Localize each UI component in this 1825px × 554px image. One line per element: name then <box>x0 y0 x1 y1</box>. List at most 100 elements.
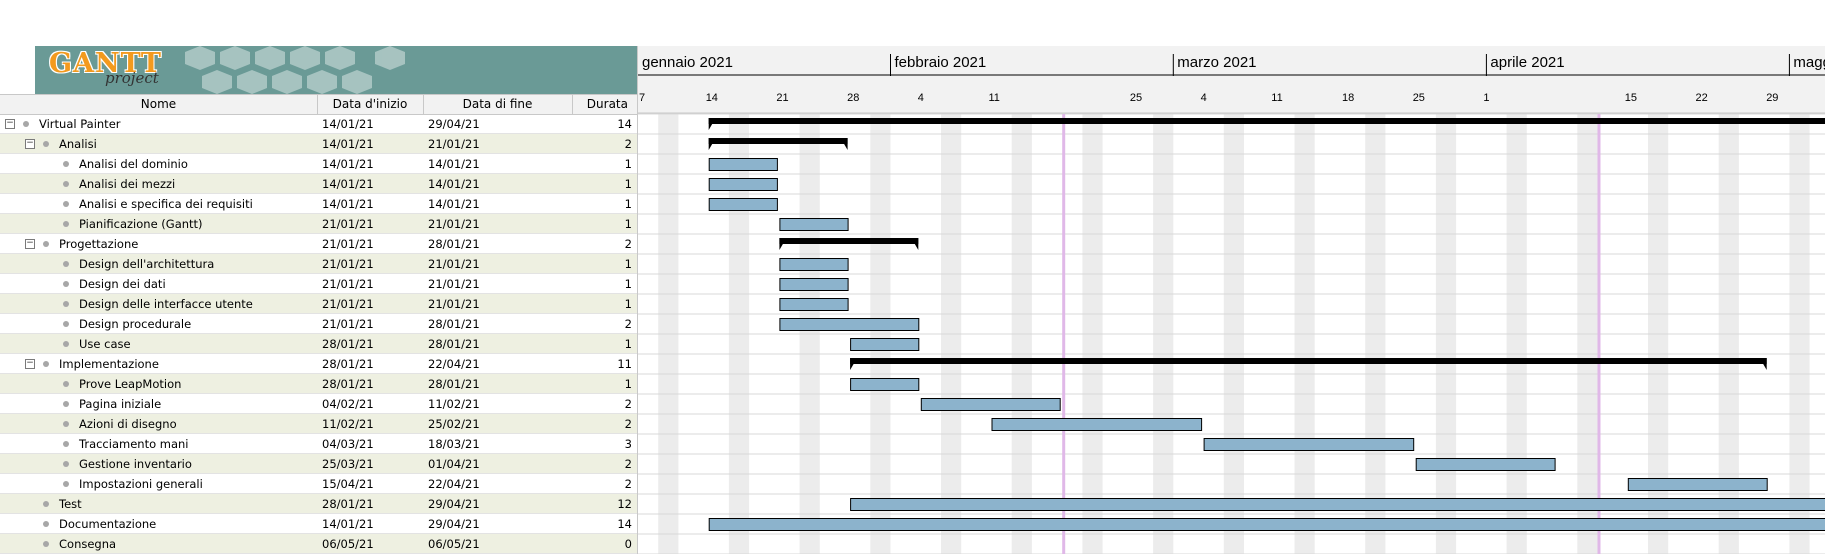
task-start-date[interactable]: 28/01/21 <box>322 337 374 351</box>
task-end-date[interactable]: 28/01/21 <box>428 237 480 251</box>
task-name[interactable]: Use case <box>79 337 131 351</box>
task-duration[interactable]: 2 <box>624 237 632 251</box>
task-start-date[interactable]: 21/01/21 <box>322 257 374 271</box>
task-end-date[interactable]: 06/05/21 <box>428 537 480 551</box>
task-row[interactable]: − Analisi 14/01/21 21/01/21 2 <box>0 134 638 154</box>
task-duration[interactable]: 1 <box>624 157 632 171</box>
task-duration[interactable]: 1 <box>624 377 632 391</box>
task-row[interactable]: Prove LeapMotion 28/01/21 28/01/21 1 <box>0 374 638 394</box>
task-row[interactable]: Analisi e specifica dei requisiti 14/01/2… <box>0 194 638 214</box>
task-end-date[interactable]: 28/01/21 <box>428 337 480 351</box>
task-start-date[interactable]: 28/01/21 <box>322 377 374 391</box>
task-row[interactable]: Pagina iniziale 04/02/21 11/02/21 2 <box>0 394 638 414</box>
task-row[interactable]: Design dell'architettura 21/01/21 21/01/21… <box>0 254 638 274</box>
task-end-date[interactable]: 14/01/21 <box>428 157 480 171</box>
task-start-date[interactable]: 21/01/21 <box>322 297 374 311</box>
task-start-date[interactable]: 14/01/21 <box>322 177 374 191</box>
task-row[interactable]: − Progettazione 21/01/21 28/01/21 2 <box>0 234 638 254</box>
task-end-date[interactable]: 25/02/21 <box>428 417 480 431</box>
task-name[interactable]: Design dei dati <box>79 277 166 291</box>
task-duration[interactable]: 0 <box>624 537 632 551</box>
task-end-date[interactable]: 11/02/21 <box>428 397 480 411</box>
collapse-toggle-icon[interactable]: − <box>25 358 35 369</box>
task-end-date[interactable]: 21/01/21 <box>428 277 480 291</box>
task-start-date[interactable]: 21/01/21 <box>322 317 374 331</box>
splitter[interactable] <box>637 46 638 554</box>
task-duration[interactable]: 1 <box>624 177 632 191</box>
task-name[interactable]: Analisi <box>59 137 97 151</box>
column-header-duration[interactable]: Durata <box>586 97 628 111</box>
task-name[interactable]: Design delle interfacce utente <box>79 297 253 311</box>
task-name[interactable]: Analisi e specifica dei requisiti <box>79 197 253 211</box>
task-start-date[interactable]: 04/02/21 <box>322 397 374 411</box>
task-end-date[interactable]: 28/01/21 <box>428 317 480 331</box>
task-duration[interactable]: 14 <box>617 117 632 131</box>
task-start-date[interactable]: 14/01/21 <box>322 517 374 531</box>
task-end-date[interactable]: 01/04/21 <box>428 457 480 471</box>
task-name[interactable]: Analisi del dominio <box>79 157 188 171</box>
collapse-toggle-icon[interactable]: − <box>25 138 35 149</box>
task-name[interactable]: Pianificazione (Gantt) <box>79 217 203 231</box>
task-start-date[interactable]: 25/03/21 <box>322 457 374 471</box>
task-start-date[interactable]: 21/01/21 <box>322 277 374 291</box>
task-end-date[interactable]: 28/01/21 <box>428 377 480 391</box>
task-end-date[interactable]: 29/04/21 <box>428 497 480 511</box>
task-row[interactable]: Pianificazione (Gantt) 21/01/21 21/01/21 1 <box>0 214 638 234</box>
task-end-date[interactable]: 21/01/21 <box>428 297 480 311</box>
task-start-date[interactable]: 06/05/21 <box>322 537 374 551</box>
task-start-date[interactable]: 14/01/21 <box>322 157 374 171</box>
task-end-date[interactable]: 14/01/21 <box>428 197 480 211</box>
task-end-date[interactable]: 18/03/21 <box>428 437 480 451</box>
task-duration[interactable]: 2 <box>624 137 632 151</box>
task-duration[interactable]: 1 <box>624 277 632 291</box>
task-start-date[interactable]: 21/01/21 <box>322 217 374 231</box>
task-name[interactable]: Azioni di disegno <box>79 417 177 431</box>
task-row[interactable]: Design dei dati 21/01/21 21/01/21 1 <box>0 274 638 294</box>
task-start-date[interactable]: 21/01/21 <box>322 237 374 251</box>
task-duration[interactable]: 3 <box>624 437 632 451</box>
task-end-date[interactable]: 21/01/21 <box>428 217 480 231</box>
task-end-date[interactable]: 21/01/21 <box>428 137 480 151</box>
task-row[interactable]: Analisi del dominio 14/01/21 14/01/21 1 <box>0 154 638 174</box>
task-start-date[interactable]: 15/04/21 <box>322 477 374 491</box>
task-name[interactable]: Design procedurale <box>79 317 192 331</box>
task-duration[interactable]: 2 <box>624 457 632 471</box>
task-name[interactable]: Pagina iniziale <box>79 397 162 411</box>
task-duration[interactable]: 1 <box>624 297 632 311</box>
task-duration[interactable]: 2 <box>624 397 632 411</box>
task-end-date[interactable]: 22/04/21 <box>428 477 480 491</box>
task-name[interactable]: Design dell'architettura <box>79 257 215 271</box>
collapse-toggle-icon[interactable]: − <box>5 118 15 129</box>
task-end-date[interactable]: 22/04/21 <box>428 357 480 371</box>
task-duration[interactable]: 1 <box>624 257 632 271</box>
task-duration[interactable]: 14 <box>617 517 632 531</box>
task-row[interactable]: Design procedurale 21/01/21 28/01/21 2 <box>0 314 638 334</box>
task-start-date[interactable]: 14/01/21 <box>322 117 374 131</box>
task-start-date[interactable]: 14/01/21 <box>322 197 374 211</box>
task-name[interactable]: Progettazione <box>59 237 139 251</box>
task-start-date[interactable]: 14/01/21 <box>322 137 374 151</box>
task-duration[interactable]: 1 <box>624 197 632 211</box>
task-name[interactable]: Gestione inventario <box>79 457 192 471</box>
collapse-toggle-icon[interactable]: − <box>25 238 35 249</box>
task-end-date[interactable]: 21/01/21 <box>428 257 480 271</box>
task-row[interactable]: Gestione inventario 25/03/21 01/04/21 2 <box>0 454 638 474</box>
task-start-date[interactable]: 28/01/21 <box>322 497 374 511</box>
task-duration[interactable]: 1 <box>624 217 632 231</box>
task-row[interactable]: Tracciamento mani 04/03/21 18/03/21 3 <box>0 434 638 454</box>
task-end-date[interactable]: 29/04/21 <box>428 517 480 531</box>
task-name[interactable]: Prove LeapMotion <box>79 377 182 391</box>
task-duration[interactable]: 1 <box>624 337 632 351</box>
task-name[interactable]: Tracciamento mani <box>79 437 189 451</box>
task-start-date[interactable]: 11/02/21 <box>322 417 374 431</box>
task-start-date[interactable]: 04/03/21 <box>322 437 374 451</box>
task-name[interactable]: Analisi dei mezzi <box>79 177 176 191</box>
task-end-date[interactable]: 29/04/21 <box>428 117 480 131</box>
task-duration[interactable]: 2 <box>624 317 632 331</box>
column-header-start[interactable]: Data d'inizio <box>317 95 424 114</box>
